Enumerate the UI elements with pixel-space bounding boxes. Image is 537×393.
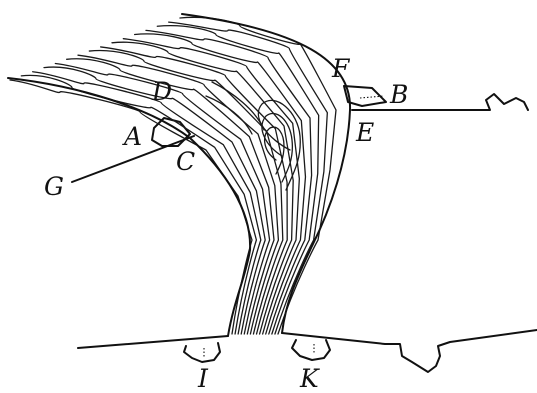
label-g: G [44, 172, 64, 201]
grain-line [112, 42, 293, 334]
grain-line [33, 72, 261, 334]
grain-line [10, 80, 252, 334]
label-d: D [151, 77, 172, 106]
label-i: I [197, 364, 209, 393]
label-c: C [176, 147, 195, 176]
grain-line [21, 75, 256, 334]
bottom-notch-k [292, 340, 330, 360]
label-b: B [389, 80, 408, 109]
label-k: K [299, 364, 320, 393]
grain-line [212, 82, 264, 130]
grain-line [78, 55, 278, 334]
bottom-notch-i [184, 343, 220, 362]
wedge-ac [152, 118, 190, 146]
grain-line [44, 67, 265, 334]
label-e: E [355, 118, 374, 147]
grain-line [206, 96, 252, 134]
label-a: A [122, 122, 142, 151]
label-f: F [331, 54, 351, 83]
